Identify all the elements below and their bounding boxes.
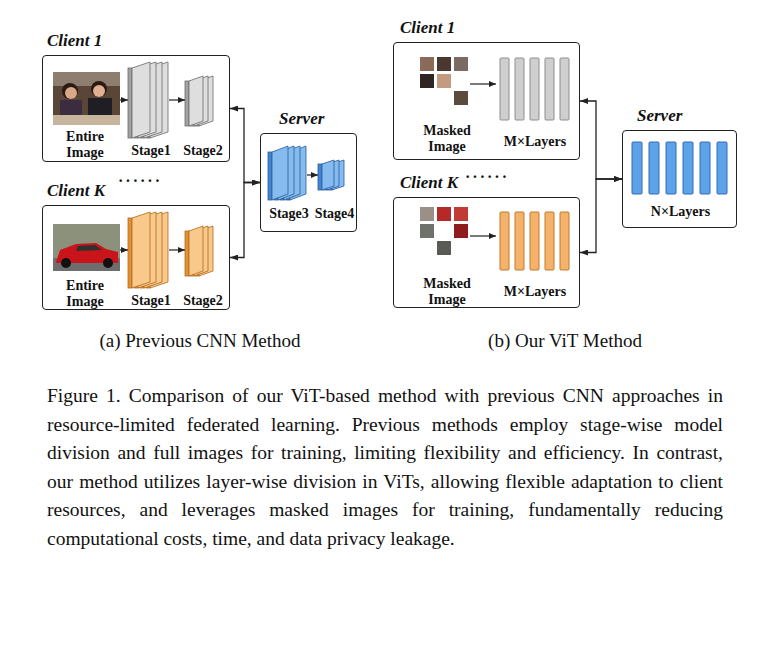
node-text: Stage4 (311, 206, 358, 222)
masked-image (420, 207, 468, 255)
layer-bars (632, 142, 727, 194)
masked-image (420, 57, 468, 105)
node-heading: Client 1 (47, 31, 167, 51)
process-box: Client 1Masked ImageM×Layers (393, 42, 580, 160)
node-heading: Server (279, 109, 359, 129)
process-box: Client 1Entire ImageStage1Stage2 (42, 55, 230, 162)
process-box: ServerStage3Stage4 (260, 133, 357, 232)
ellipsis-mark: ······ (100, 170, 180, 192)
stage-stack (128, 212, 213, 288)
panel-caption: (b) Our ViT Method (385, 330, 745, 352)
process-box: Client KMasked ImageM×Layers (393, 197, 580, 308)
node-text: M×Layers (490, 134, 580, 150)
stage-stack (128, 62, 213, 138)
node-text: Masked Image (412, 276, 482, 308)
node-heading: Server (637, 106, 727, 126)
node-text: N×Layers (623, 204, 738, 220)
node-text: Masked Image (412, 123, 482, 155)
node-text: Entire Image (53, 129, 117, 161)
node-heading: Client 1 (400, 18, 520, 38)
layer-bars (500, 212, 569, 270)
node-text: Stage2 (178, 143, 228, 159)
connector-arrow (580, 179, 622, 253)
node-text: Entire Image (53, 278, 117, 310)
flow-arrow (120, 84, 496, 250)
connector-arrow (230, 109, 260, 183)
node-text: Stage1 (125, 143, 177, 159)
node-text: Stage1 (125, 293, 177, 309)
process-box: ServerN×Layers (622, 130, 737, 228)
ellipsis-mark: ······ (447, 166, 527, 188)
node-text: Stage2 (178, 293, 228, 309)
figure-caption: Figure 1. Comparison of our ViT-based me… (47, 382, 723, 553)
panel-caption: (a) Previous CNN Method (20, 330, 380, 352)
stage-stack (268, 146, 344, 200)
layer-bars (500, 58, 569, 120)
photo-car (53, 224, 120, 271)
node-text: M×Layers (490, 284, 580, 300)
connector-arrow (580, 101, 622, 179)
node-text: Stage3 (261, 206, 317, 222)
connector-arrow (230, 183, 260, 258)
process-box: Client KEntire ImageStage1Stage2 (42, 205, 230, 310)
photo-people (53, 72, 120, 125)
